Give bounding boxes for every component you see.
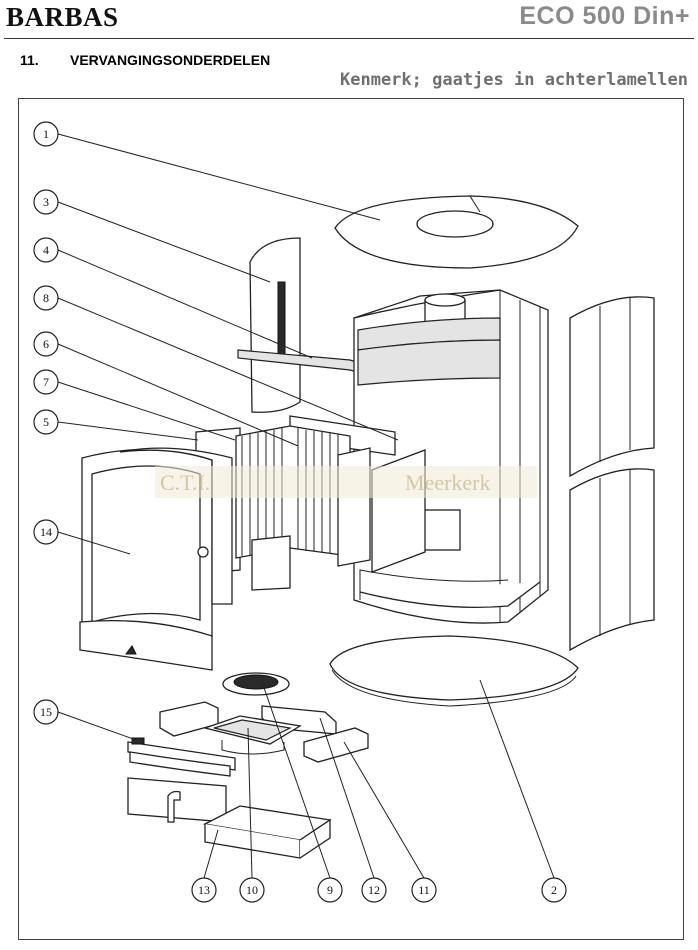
callout-14: 14	[33, 519, 59, 545]
part-side-panel-3	[249, 237, 301, 413]
callout-2: 2	[541, 877, 567, 903]
part-side-cladding-lower	[569, 468, 655, 652]
part-grate-ring-9	[222, 672, 290, 696]
svg-text:15: 15	[40, 705, 52, 719]
svg-text:13: 13	[198, 883, 210, 897]
section-note: Kenmerk; gaatjes in achterlamellen	[340, 70, 688, 90]
part-ash-box-panel	[127, 777, 227, 823]
svg-text:11: 11	[418, 883, 430, 897]
model-title: ECO 500 Din+	[519, 2, 690, 30]
callout-8: 8	[33, 285, 59, 311]
part-top-plate	[334, 195, 579, 269]
svg-text:10: 10	[246, 883, 258, 897]
part-side-cladding-upper	[569, 296, 655, 478]
svg-text:14: 14	[40, 525, 52, 539]
diagram-frame	[18, 98, 684, 940]
watermark-right: Meerkerk	[405, 470, 491, 495]
callout-6: 6	[33, 331, 59, 357]
callout-1: 1	[33, 121, 59, 147]
svg-text:3: 3	[43, 195, 49, 209]
svg-text:1: 1	[43, 127, 49, 141]
brand-logo: BARBAS	[6, 2, 119, 32]
callout-10: 10	[239, 877, 265, 903]
callout-9: 9	[317, 877, 343, 903]
part-front-ledge-15	[127, 737, 236, 777]
svg-text:2: 2	[551, 883, 557, 897]
watermark: C.T.I. Meerkerk	[155, 466, 537, 498]
svg-text:7: 7	[43, 375, 49, 389]
leader-lines	[57, 133, 555, 879]
svg-text:12: 12	[368, 883, 380, 897]
callout-11: 11	[411, 877, 437, 903]
header-divider	[4, 38, 694, 39]
part-door-base	[79, 619, 213, 671]
watermark-left: C.T.I.	[160, 470, 210, 495]
callout-15: 15	[33, 699, 59, 725]
callout-12: 12	[361, 877, 387, 903]
callout-13: 13	[191, 877, 217, 903]
part-bottom-plate-2	[329, 635, 579, 707]
callout-3: 3	[33, 189, 59, 215]
callout-4: 4	[33, 237, 59, 263]
svg-text:6: 6	[43, 337, 49, 351]
part-ash-pan-13	[202, 805, 332, 859]
section-title: VERVANGINGSONDERDELEN	[70, 52, 271, 68]
svg-text:8: 8	[43, 291, 49, 305]
part-bricks-bottom	[159, 701, 369, 763]
callout-5: 5	[33, 409, 59, 435]
section-number: 11.	[20, 52, 39, 68]
svg-text:9: 9	[327, 883, 333, 897]
svg-text:5: 5	[43, 415, 49, 429]
svg-text:4: 4	[43, 243, 49, 257]
part-stove-body	[353, 289, 549, 624]
callout-7: 7	[33, 369, 59, 395]
